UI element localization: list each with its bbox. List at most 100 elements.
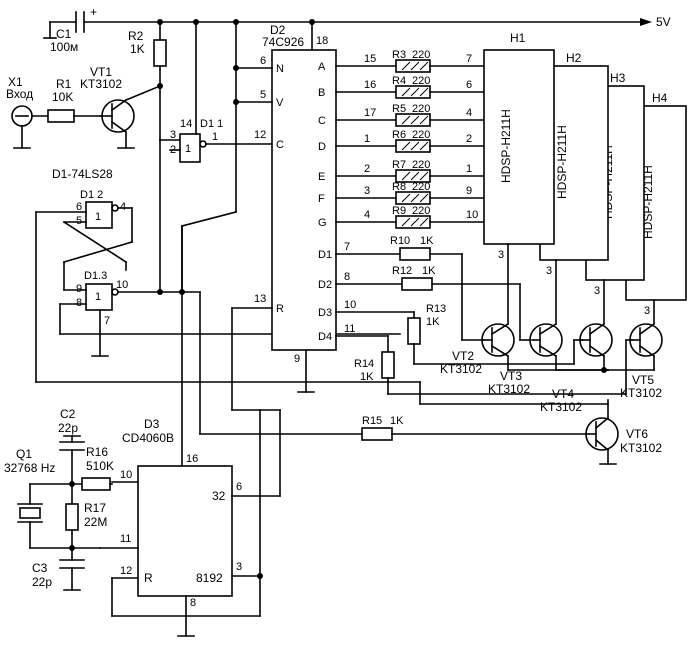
d3-pin-32: 6 — [236, 481, 242, 493]
d2-right-name-10: D4 — [318, 331, 332, 343]
display-ref-3: H3 — [610, 71, 626, 85]
vt4-type: KT3102 — [540, 400, 582, 414]
d2-right-num-2: 17 — [364, 107, 376, 119]
r16-value: 510K — [86, 459, 114, 473]
r14-resistor — [381, 351, 395, 379]
d3-ref: D3 — [144, 417, 160, 431]
seg-resistor-ref-2: R5 — [392, 103, 406, 115]
c3-ref: C3 — [32, 561, 48, 575]
d2-body — [271, 49, 337, 351]
seg-resistor-6 — [395, 139, 431, 153]
seg-resistor-4 — [395, 85, 431, 99]
d2-right-num-1: 16 — [364, 79, 376, 91]
d1-1-sym: 1 — [185, 143, 191, 155]
r10-value: 1K — [420, 235, 434, 247]
oscillator: C2 22p R16 510K Q1 32768 Hz R17 22M C3 — [4, 407, 114, 591]
vt1-type: KT3102 — [80, 77, 122, 91]
d3-chip: D3 CD4060B 16 8 10 11 12 R 32 6 8192 3 — [99, 225, 281, 637]
vt6-stage: R15 1K VT6 KT3102 — [361, 381, 662, 465]
d2-right-name-3: D — [318, 141, 326, 153]
r2-ref: R2 — [128, 29, 144, 43]
seg-resistor-ref-4: R7 — [392, 159, 406, 171]
r10-ref: R10 — [390, 235, 410, 247]
seg-resistor-ref-6: R9 — [392, 205, 406, 217]
d3-type: CD4060B — [122, 431, 174, 445]
d2-right-num-5: 3 — [364, 185, 370, 197]
d2-right-name-7: D1 — [318, 249, 332, 261]
d3-pin-gnd: 8 — [190, 597, 196, 609]
d1-3-ref: D1.3 — [84, 270, 107, 282]
input-name: Вход — [6, 87, 33, 101]
d1-3-pin-a: 9 — [76, 283, 82, 295]
r1-ref: R1 — [56, 77, 72, 91]
seg-resistor-ref-0: R3 — [392, 49, 406, 61]
d2-right-name-4: E — [318, 171, 325, 183]
d2-left-num-3: 13 — [254, 293, 266, 305]
flip-flop: D1-74LS28 1 D1 2 6 5 4 1 D1.3 9 8 10 7 — [35, 139, 421, 435]
d3-body — [137, 465, 233, 597]
q1-ref: Q1 — [16, 447, 32, 461]
display-type-2: HDSP-H211H — [555, 125, 569, 199]
vt3-type: KT3102 — [488, 382, 530, 396]
vt4-transistor — [579, 323, 613, 357]
seg-resistor-value-6: 220 — [412, 205, 430, 217]
gate-d1-1: 1 D1 1 3 2 14 1 — [169, 21, 273, 163]
r17-resistor — [65, 503, 79, 531]
h1-pin-0: 7 — [466, 53, 472, 65]
c1-ref: C1 — [56, 27, 72, 41]
d1-2-pin-b: 5 — [76, 215, 82, 227]
display-ref-1: H1 — [510, 31, 526, 45]
d1-3-gate — [85, 283, 113, 311]
digit-drivers: R10 1K R12 1K R13 1K R14 1K 7 8 10 11 — [335, 235, 633, 395]
seg-resistor-5 — [395, 113, 431, 127]
vt4-ref: VT4 — [552, 387, 574, 401]
display-pin-3: 3 — [594, 285, 600, 297]
r14-ref: R14 — [354, 358, 374, 370]
d2-left-name-0: N — [276, 63, 284, 75]
r15-resistor — [361, 427, 393, 441]
h1-pin-3: 2 — [466, 133, 472, 145]
d2-left-num-0: 6 — [260, 55, 266, 67]
display-pin-4: 3 — [644, 305, 650, 317]
vt2-ref: VT2 — [452, 349, 474, 363]
r16-resistor — [81, 477, 111, 491]
q1-value: 32768 Hz — [4, 461, 55, 475]
d2-left-num-1: 5 — [260, 89, 266, 101]
c1-value: 100м — [50, 40, 78, 54]
vt6-type: KT3102 — [620, 441, 662, 455]
d1-3-pin-b: 8 — [76, 297, 82, 309]
seg-resistor-value-0: 220 — [412, 49, 430, 61]
d1-3-sym: 1 — [95, 291, 101, 303]
d2-right-name-8: D2 — [318, 279, 332, 291]
seg-resistor-3 — [395, 59, 431, 73]
d2-pin-vcc: 18 — [316, 35, 328, 47]
d2-right-name-2: C — [318, 115, 326, 127]
d2-pin-7-label: 7 — [344, 241, 350, 253]
d3-label-32: 32 — [212, 489, 226, 503]
r12-ref: R12 — [392, 265, 412, 277]
r2-value: 1K — [130, 42, 145, 56]
r10-resistor — [399, 247, 431, 261]
d1-3-pin-gnd: 7 — [104, 315, 110, 327]
d2-pin-gnd: 9 — [294, 353, 300, 365]
d1-2-gate — [85, 201, 113, 229]
d1-1-pin-out: 1 — [212, 131, 218, 143]
vt1-ref: VT1 — [90, 65, 112, 79]
d2-pin-10-label: 10 — [344, 299, 356, 311]
seg-resistor-value-4: 220 — [412, 159, 430, 171]
d2-pin-8-label: 8 — [344, 271, 350, 283]
h1-pin-2: 4 — [466, 107, 472, 119]
d2-left-name-1: V — [276, 97, 284, 109]
c2-value: 22p — [58, 421, 78, 435]
seg-resistor-ref-5: R8 — [392, 181, 406, 193]
r12-value: 1K — [422, 265, 436, 277]
d2-left-name-3: R — [276, 303, 284, 315]
d3-label-8192: 8192 — [196, 571, 223, 585]
c1-plus: + — [90, 5, 97, 19]
seg-resistor-value-3: 220 — [412, 129, 430, 141]
h1-pin-4: 1 — [466, 163, 472, 175]
displays: HDSP-H211HH4HDSP-H211HH3HDSP-H211HH2HDSP… — [483, 31, 687, 301]
d2-right-name-1: B — [318, 87, 325, 99]
